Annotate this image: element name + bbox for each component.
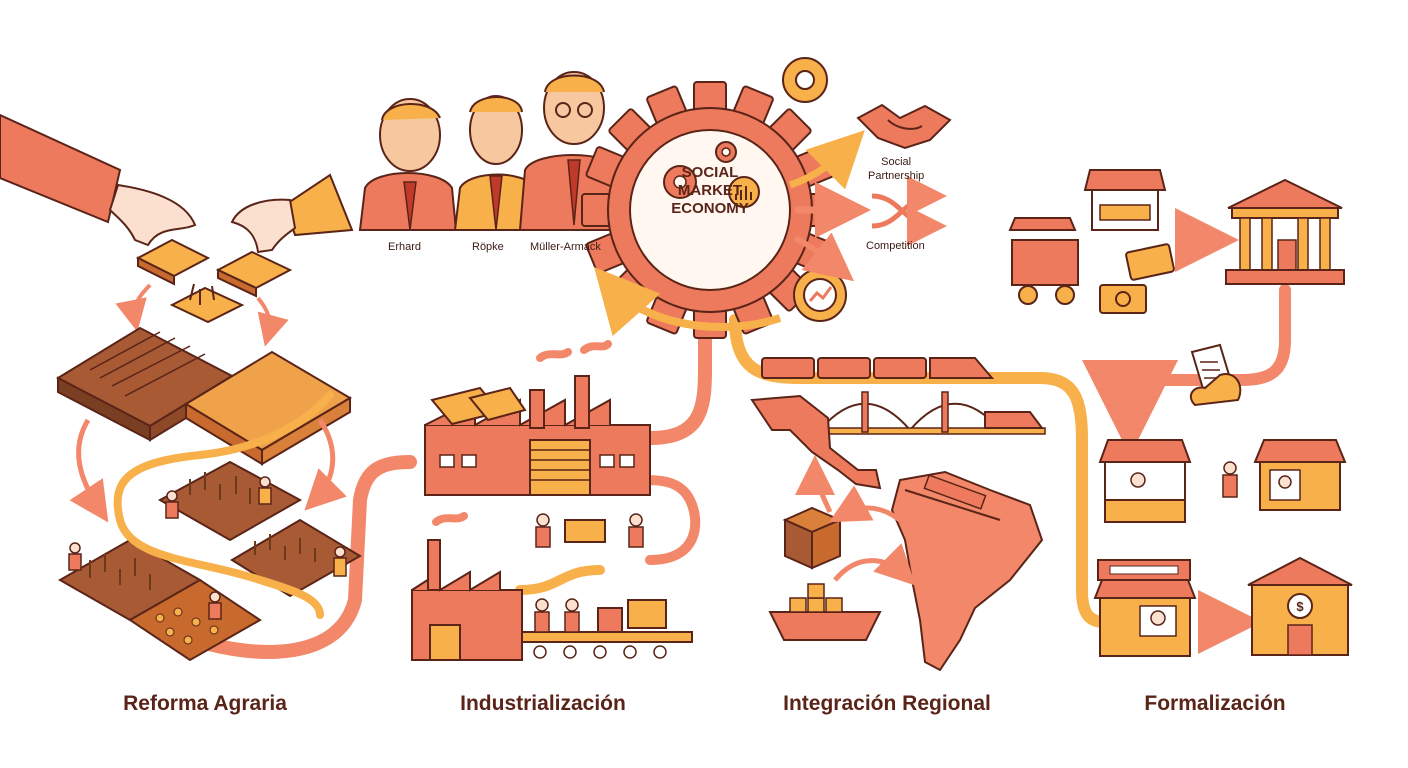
competition-label: Competition xyxy=(866,240,925,252)
section-title-formalization: Formalización xyxy=(1144,692,1286,715)
section-title-regional-integration: Integración Regional xyxy=(783,692,991,715)
section-title-industrialization: Industrialización xyxy=(460,692,626,715)
regional-integration-illustration xyxy=(750,357,1046,672)
central-gear-label: SOCIAL MARKET ECONOMY xyxy=(640,164,780,218)
industrialization-illustration xyxy=(411,340,693,661)
founders-portraits xyxy=(358,71,640,232)
central-gear xyxy=(581,57,871,339)
social-partnership-label: Social Partnership xyxy=(868,156,925,182)
founder-name-erhard: Erhard xyxy=(388,241,422,253)
formalization-illustration: $ xyxy=(1008,169,1353,657)
section-title-agrarian-reform: Reforma Agraria xyxy=(123,692,287,715)
founder-name-ropke: Röpke xyxy=(472,241,504,253)
central-label-line-3: ECONOMY xyxy=(671,200,749,217)
connecting-pipes xyxy=(188,284,1291,659)
central-label-line-1: SOCIAL xyxy=(681,164,739,181)
shuffle-icon xyxy=(871,176,947,246)
central-label-line-2: MARKET xyxy=(677,182,743,199)
agrarian-reform-illustration xyxy=(0,113,362,662)
handshake-icon xyxy=(856,103,952,150)
dollar-sign-icon: $ xyxy=(1296,599,1304,614)
founder-name-muller-armack: Müller-Armack xyxy=(530,241,601,253)
